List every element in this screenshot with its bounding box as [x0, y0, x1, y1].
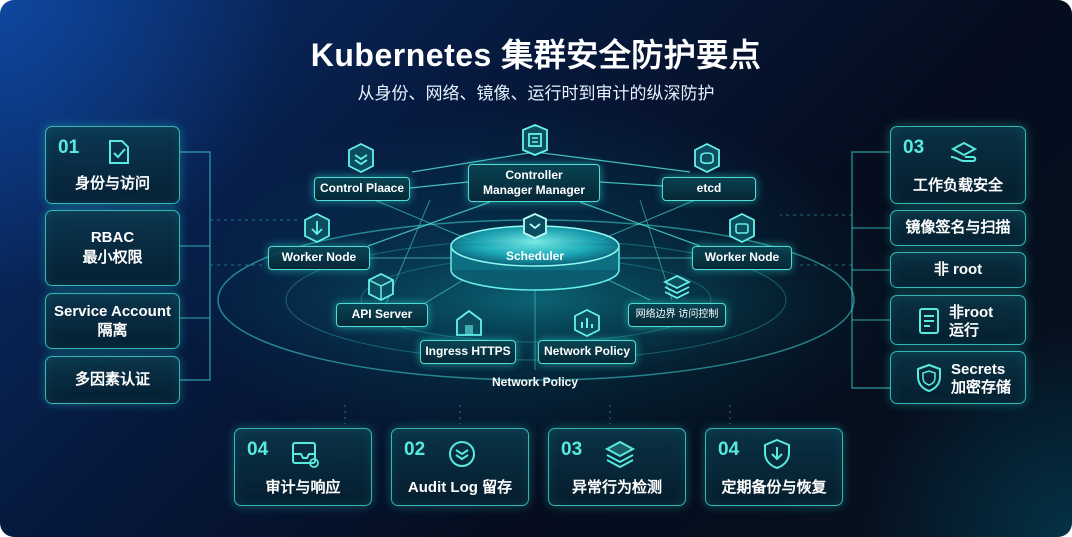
worker-node-icon: [729, 212, 755, 244]
card-label-line2: 隔离: [97, 322, 128, 339]
card-label: 审计与响应: [265, 479, 341, 496]
network-policy-node: Network Policy: [538, 340, 636, 364]
card-label: 多因素认证: [74, 371, 150, 388]
left-card-rbac: RBAC 最小权限: [45, 210, 180, 286]
left-card-mfa: 多因素认证: [45, 356, 180, 404]
card-label-line1: RBAC: [90, 229, 135, 246]
worker-node-icon: [304, 212, 330, 244]
right-card-non-root-run: 非root 运行: [890, 295, 1026, 345]
network-policy-icon: [574, 308, 600, 338]
worker-node-right: Worker Node: [692, 246, 792, 270]
network-access-control-node: 网络边界 访问控制: [628, 303, 726, 327]
network-stack-icon: [662, 274, 692, 300]
card-label-line1: 非root: [949, 304, 994, 321]
hand-layers-icon: [950, 141, 978, 162]
api-server-icon: [368, 272, 394, 302]
right-card-non-root: 非 root: [890, 252, 1026, 288]
card-number: 04: [247, 439, 269, 460]
card-number: 01: [58, 137, 80, 158]
right-card-secrets: Secrets 加密存储: [890, 351, 1026, 404]
page-subtitle: 从身份、网络、镜像、运行时到审计的纵深防护: [357, 84, 715, 103]
card-number: 03: [561, 439, 583, 460]
card-label: 非 root: [933, 261, 983, 278]
card-number: 04: [718, 439, 740, 460]
bottom-card-audit-log: 02 Audit Log 留存: [391, 428, 529, 506]
card-number: 02: [404, 439, 426, 460]
card-label-line2: 最小权限: [82, 249, 143, 266]
worker-node-left: Worker Node: [268, 246, 370, 270]
controller-label-line2: Manager Manager: [482, 183, 586, 197]
bottom-card-anomaly: 03 异常行为检测: [548, 428, 686, 506]
ingress-node: Ingress HTTPS: [420, 340, 516, 364]
etcd-node: etcd: [662, 177, 756, 201]
control-plane-icon: [348, 142, 374, 174]
controller-chip-icon: [522, 124, 548, 156]
left-card-identity: 01 身份与访问: [45, 126, 180, 204]
platform-network-policy-label: Network Policy: [491, 375, 579, 389]
shield-down-icon: [764, 438, 790, 470]
card-label-line2: 运行: [949, 322, 980, 339]
card-label-line2: 加密存储: [951, 379, 1012, 396]
left-card-service-account: Service Account 隔离: [45, 293, 180, 349]
card-number: 03: [903, 137, 925, 158]
right-card-image-signing: 镜像签名与扫描: [890, 210, 1026, 246]
right-card-workload: 03 工作负载安全: [890, 126, 1026, 204]
card-label-line1: Service Account: [54, 303, 171, 320]
api-server-node: API Server: [336, 303, 428, 327]
control-plane-node: Control Plaace: [314, 177, 410, 201]
page-title: Kubernetes 集群安全防护要点: [310, 37, 762, 73]
audit-box-icon: [292, 442, 319, 468]
card-label: Audit Log 留存: [407, 479, 513, 496]
shield-icon: [917, 363, 941, 393]
document-icon: [919, 308, 939, 334]
scheduler-label: Scheduler: [505, 249, 565, 263]
card-label: 镜像签名与扫描: [905, 219, 1011, 236]
shield-check-icon: [109, 140, 129, 164]
layers-badge-icon: [449, 441, 475, 467]
ingress-house-icon: [456, 309, 482, 336]
bottom-card-audit: 04 审计与响应: [234, 428, 372, 506]
scheduler-icon: [523, 213, 547, 239]
card-label-line1: Secrets: [951, 361, 1006, 378]
bottom-card-backup: 04 定期备份与恢复: [705, 428, 843, 506]
controller-label-line1: Controller: [505, 168, 563, 182]
controller-manager-node: Controller Manager Manager: [468, 164, 600, 202]
etcd-icon: [694, 142, 720, 174]
card-label: 异常行为检测: [571, 479, 662, 496]
stack-icon: [604, 440, 636, 469]
card-label: 身份与访问: [74, 175, 150, 192]
card-label: 定期备份与恢复: [721, 479, 827, 496]
card-label: 工作负载安全: [912, 177, 1003, 194]
